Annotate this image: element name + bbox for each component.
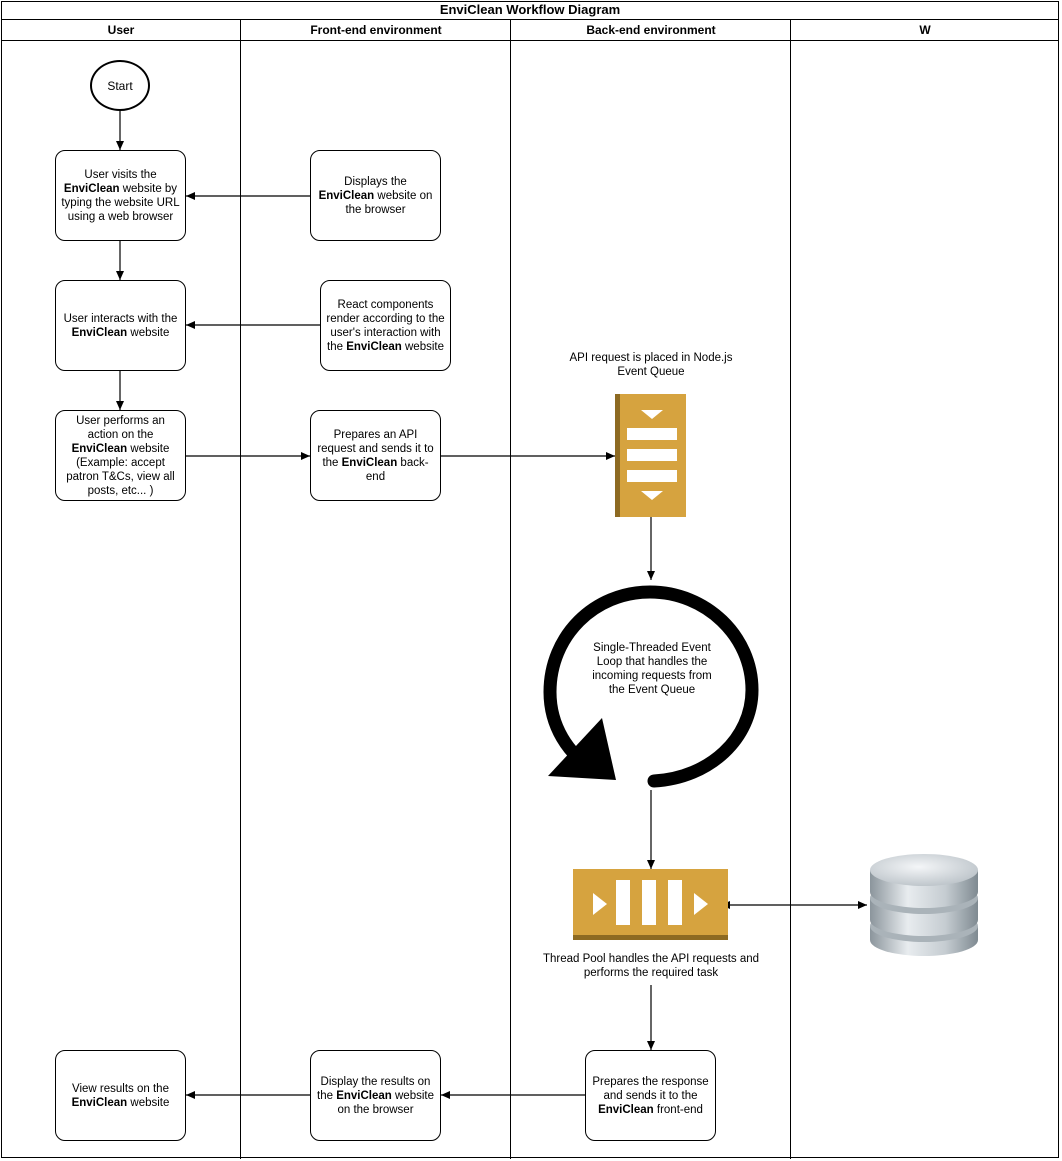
user-view-text: View results on the EnviClean website: [71, 1082, 170, 1109]
event-queue-label: API request is placed in Node.js Event Q…: [569, 352, 733, 378]
user-action-box: User performs an action on the EnviClean…: [55, 410, 186, 501]
thread-pool-label: Thread Pool handles the API requests and…: [542, 953, 760, 979]
user-view-box: View results on the EnviClean website: [55, 1050, 186, 1141]
user-visit-text: User visits the EnviClean website by typ…: [61, 168, 180, 223]
fe-react-text: React components render according to the…: [326, 298, 445, 353]
lane-divider: [510, 20, 511, 1159]
lane-divider: [790, 20, 791, 1159]
database-icon: [870, 854, 978, 956]
be-response-text: Prepares the response and sends it to th…: [592, 1075, 709, 1116]
lane-header-front-end: Front-end environment: [241, 20, 511, 41]
user-interact-text: User interacts with the EnviClean websit…: [63, 312, 178, 339]
be-response-box: Prepares the response and sends it to th…: [585, 1050, 716, 1141]
event-queue-icon: [615, 394, 686, 517]
fe-display-results-text: Display the results on the EnviClean web…: [317, 1075, 434, 1116]
user-visit-box: User visits the EnviClean website by typ…: [55, 150, 186, 241]
thread-pool-icon: [573, 869, 728, 940]
lane-header-back-end: Back-end environment: [511, 20, 791, 41]
fe-react-box: React components render according to the…: [320, 280, 451, 371]
fe-display-results-box: Display the results on the EnviClean web…: [310, 1050, 441, 1141]
event-loop-label: Single-Threaded Event Loop that handles …: [592, 642, 712, 696]
fe-display-text: Displays the EnviClean website on the br…: [318, 175, 433, 216]
fe-prepare-text: Prepares an API request and sends it to …: [317, 428, 434, 483]
diagram-title: EnviClean Workflow Diagram: [1, 1, 1059, 20]
event-loop-icon: [543, 585, 759, 788]
lane-header-w: W: [791, 20, 1059, 41]
user-action-text: User performs an action on the EnviClean…: [66, 414, 175, 497]
fe-display-box: Displays the EnviClean website on the br…: [310, 150, 441, 241]
user-interact-box: User interacts with the EnviClean websit…: [55, 280, 186, 371]
fe-prepare-box: Prepares an API request and sends it to …: [310, 410, 441, 501]
lane-divider: [240, 20, 241, 1159]
start-node: Start: [90, 60, 150, 111]
lane-header-user: User: [1, 20, 241, 41]
